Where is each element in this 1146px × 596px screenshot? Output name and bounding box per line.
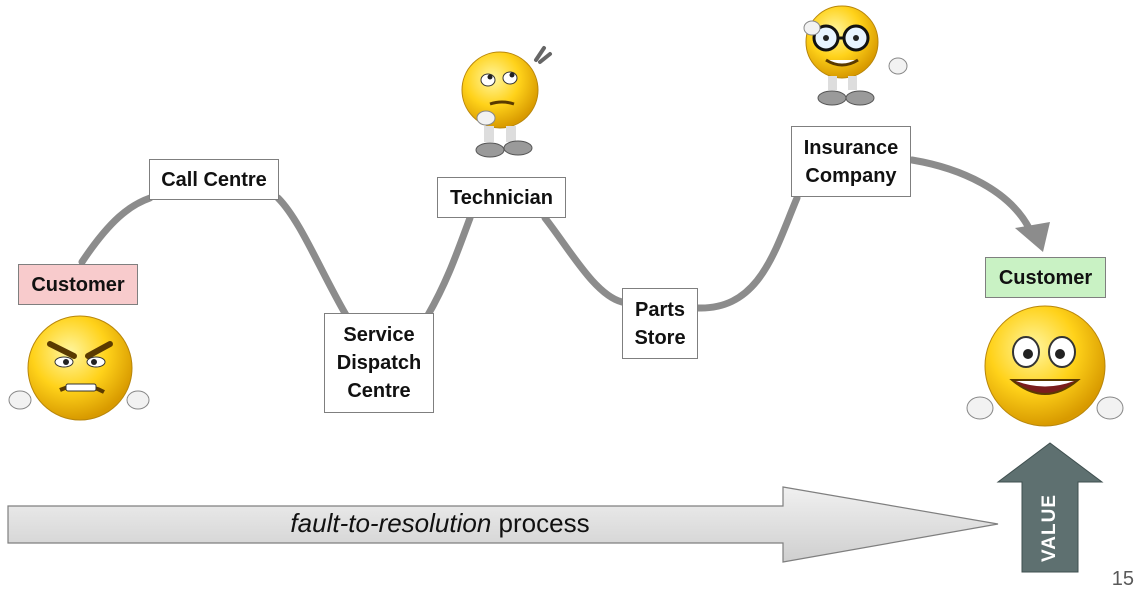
service-dispatch-box: Service Dispatch Centre — [324, 313, 434, 413]
process-label-italic: fault-to-resolution — [290, 508, 492, 538]
technician-box: Technician — [437, 177, 566, 218]
angry-face-icon — [8, 315, 150, 421]
parts-store-box: Parts Store — [622, 288, 698, 359]
value-arrow — [996, 442, 1104, 573]
flow-connector — [78, 156, 1034, 319]
process-label: fault-to-resolution process — [200, 508, 680, 539]
thinking-face-icon — [461, 46, 552, 158]
value-label-wrapper: VALUE — [1039, 494, 1060, 562]
call-centre-box: Call Centre — [149, 159, 279, 200]
page-number: 15 — [1111, 568, 1134, 590]
customer-start-box: Customer — [18, 264, 138, 305]
insurance-company-box: Insurance Company — [791, 126, 911, 197]
value-label: VALUE — [1039, 494, 1060, 562]
connector-arrowhead — [1015, 222, 1050, 252]
process-arrow — [7, 486, 999, 563]
happy-face-icon — [966, 305, 1124, 427]
glasses-face-icon — [803, 5, 908, 106]
process-label-rest: process — [491, 508, 590, 538]
customer-end-box: Customer — [985, 257, 1106, 298]
